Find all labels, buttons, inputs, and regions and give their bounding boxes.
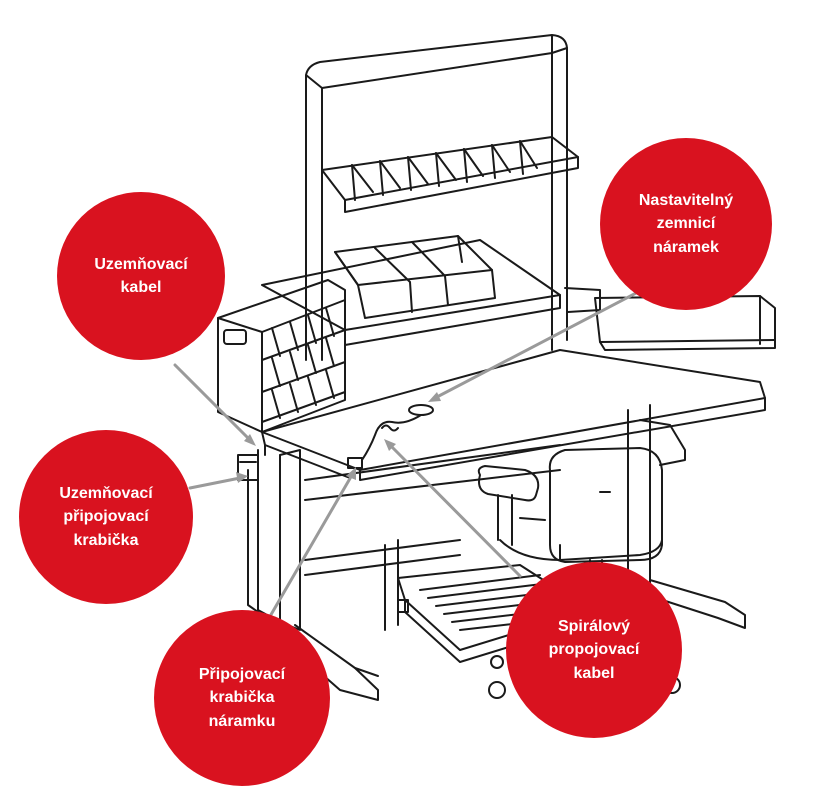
- arrowhead-grounding-junction-box: [236, 472, 248, 483]
- desk-cable: [361, 404, 434, 461]
- side-bin-cabinet: [217, 279, 346, 433]
- callout-grounding-cable: Uzemňovací kabel: [57, 192, 225, 360]
- arrowhead-wrist-strap: [428, 392, 441, 402]
- upright-frame: [305, 34, 568, 361]
- pointer-grounding-junction-box: [188, 476, 242, 490]
- callout-coiled-connecting-cable: Spirálový propojovací kabel: [506, 562, 682, 738]
- arrowhead-coiled-cable: [384, 439, 396, 451]
- pointer-coiled-cable: [388, 443, 522, 578]
- arrowhead-wrist-strap-box: [346, 467, 356, 480]
- callout-adjustable-wrist-strap-label: Nastavitelný zemnicí náramek: [638, 192, 734, 256]
- callout-wrist-strap-junction-box: Připojovací krabička náramku: [154, 610, 330, 786]
- pointer-wrist-strap: [433, 290, 640, 400]
- side-shelf: [564, 287, 776, 351]
- callout-coiled-connecting-cable-label: Spirálový propojovací kabel: [548, 618, 640, 682]
- callout-grounding-junction-box-label: Uzemňovací připojovací krabička: [59, 485, 153, 549]
- callout-adjustable-wrist-strap: Nastavitelný zemnicí náramek: [600, 138, 772, 310]
- pointer-grounding-cable: [173, 363, 252, 442]
- callout-grounding-junction-box: Uzemňovací připojovací krabička: [19, 430, 193, 604]
- worktop: [261, 349, 766, 481]
- top-bin-shelf: [321, 136, 579, 213]
- callout-grounding-cable-label: Uzemňovací kabel: [94, 255, 188, 296]
- grounding-junction-box-shape: [237, 454, 259, 481]
- callout-wrist-strap-junction-box-label: Připojovací krabička náramku: [198, 666, 286, 730]
- arrowhead-grounding-cable: [244, 434, 256, 446]
- pointer-wrist-strap-box: [263, 473, 354, 627]
